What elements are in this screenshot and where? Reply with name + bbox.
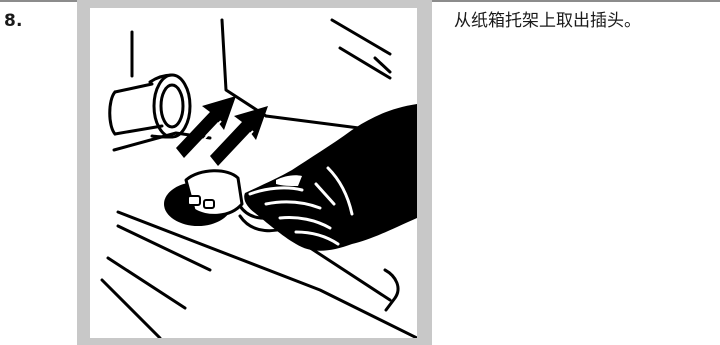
- step-number: 8.: [4, 11, 23, 31]
- illustration-panel: [90, 8, 417, 338]
- hand-removing-plug-from-tray-icon: [100, 18, 417, 338]
- step-instruction: 从纸箱托架上取出插头。: [454, 11, 641, 31]
- illustration-frame: [77, 0, 432, 345]
